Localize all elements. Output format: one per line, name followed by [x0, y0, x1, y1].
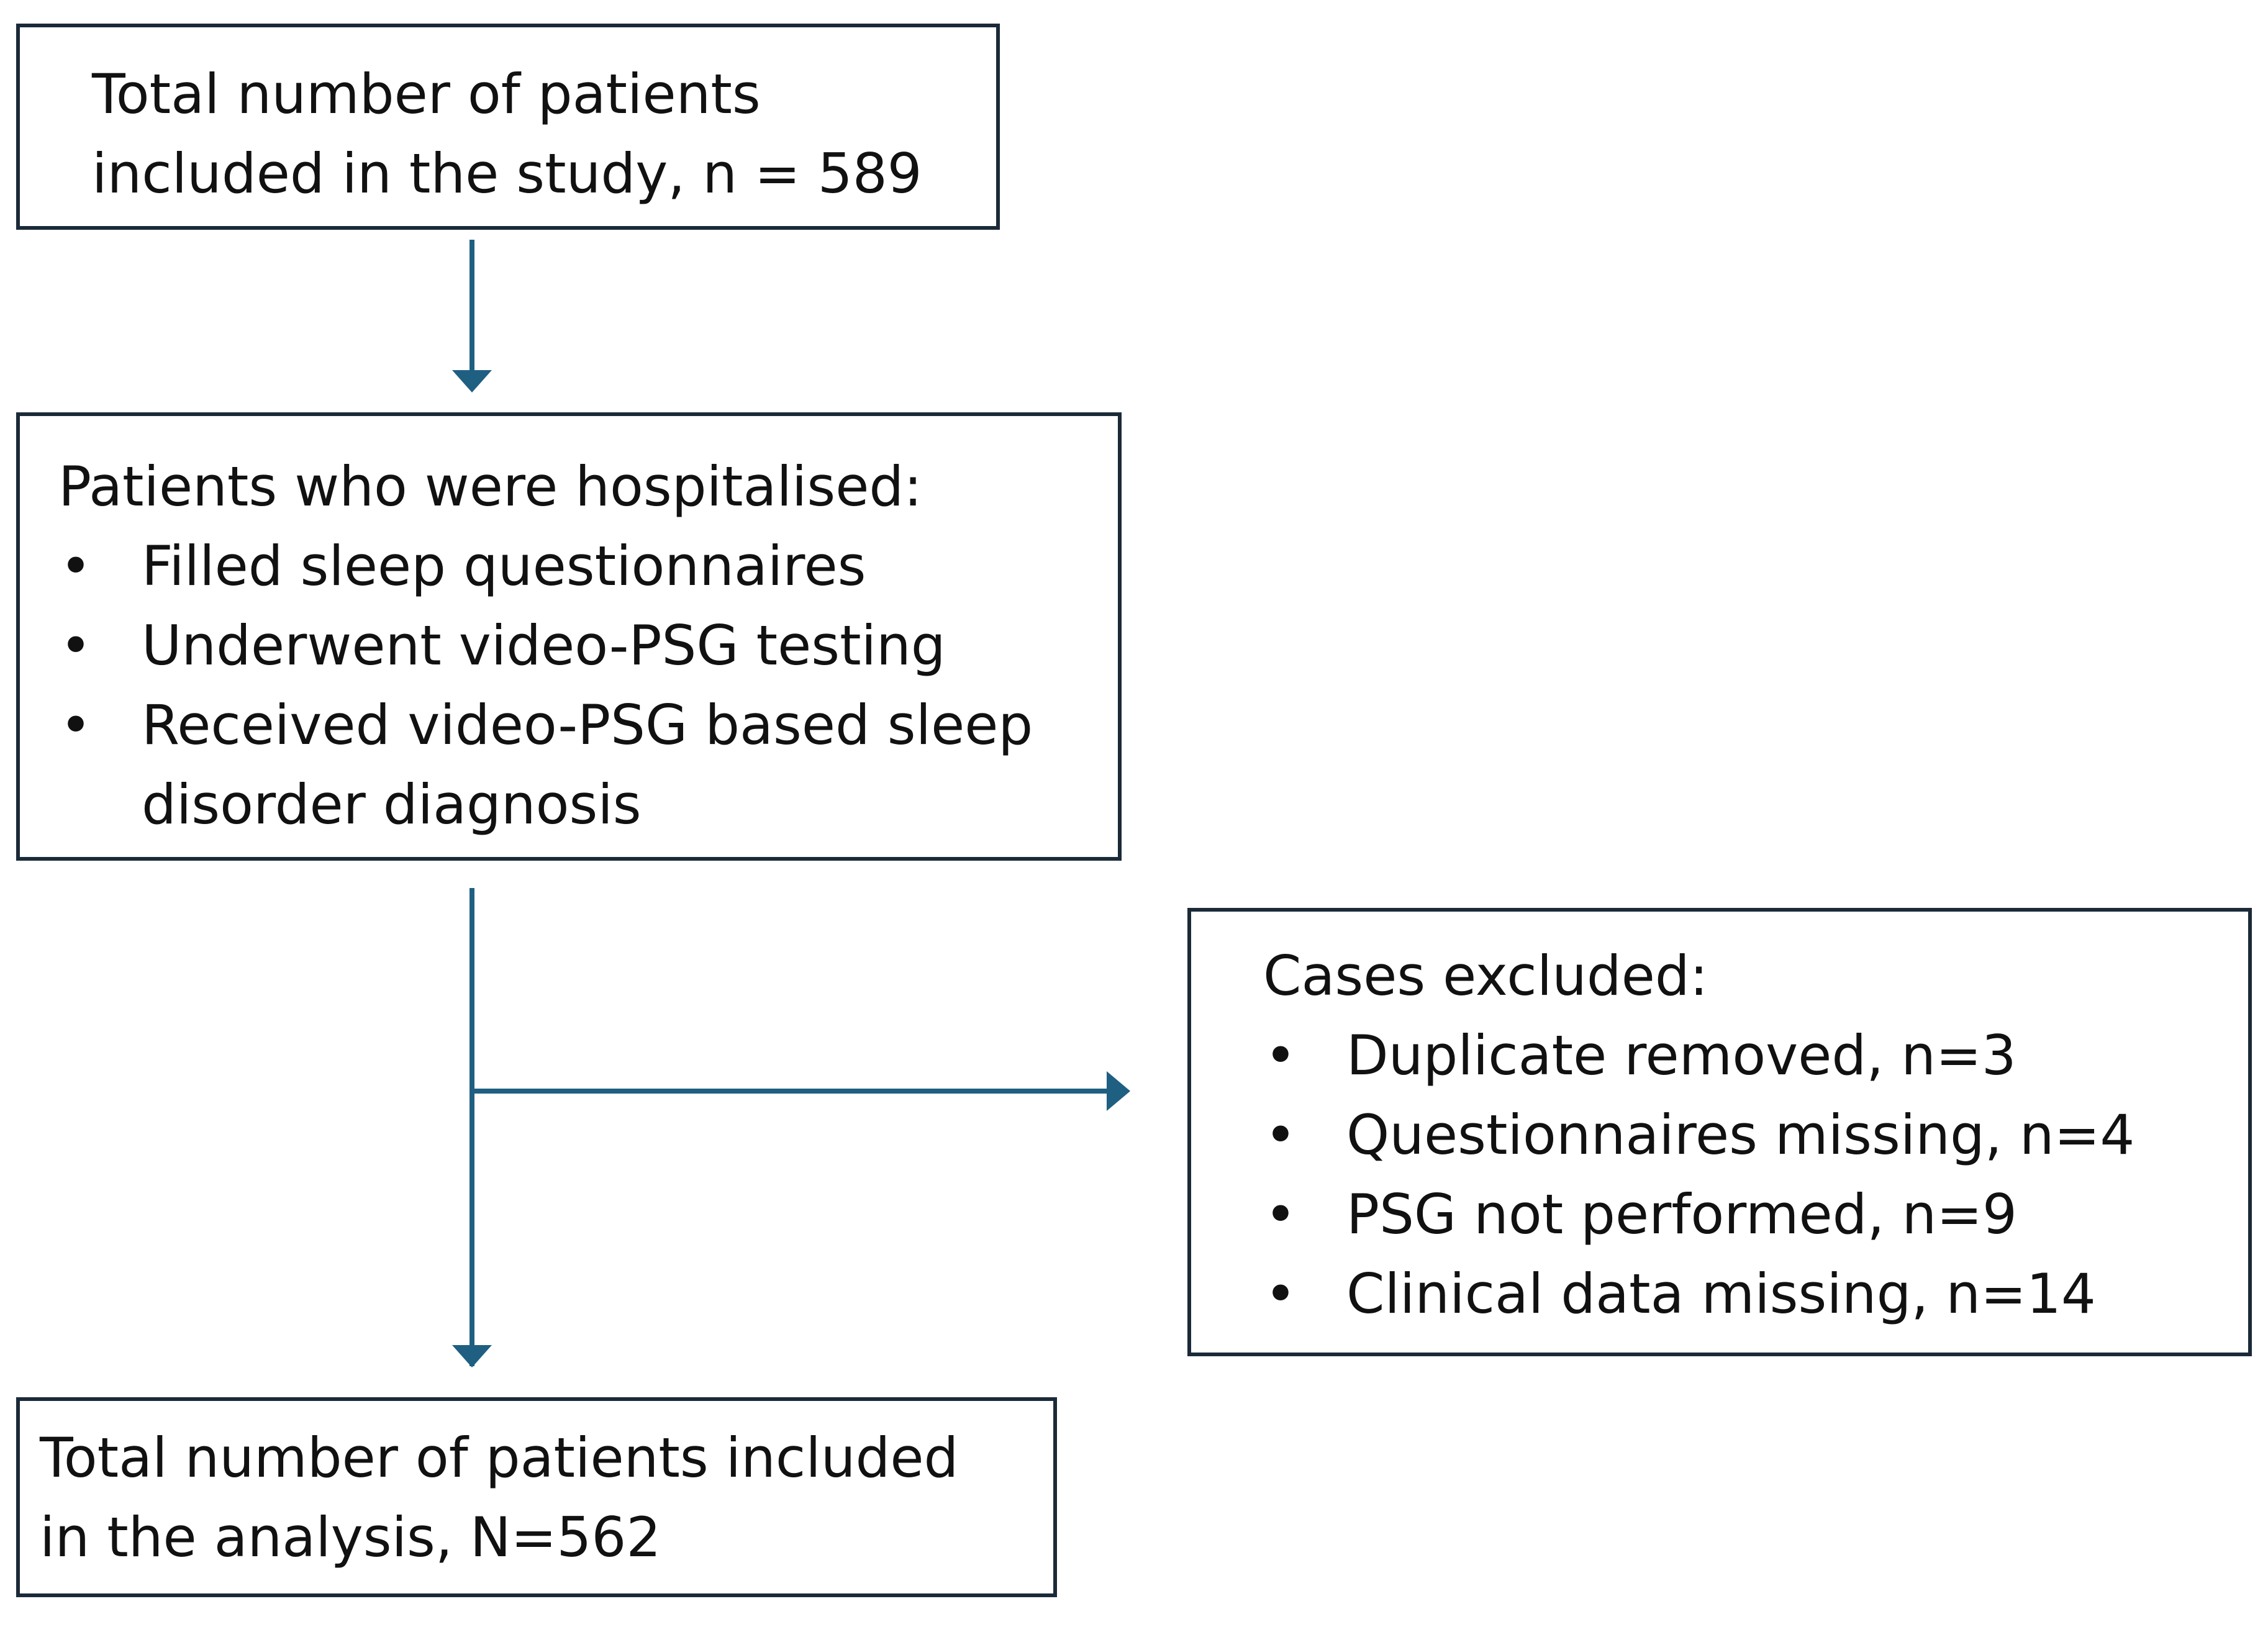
list-item: • Underwent video-PSG testing	[58, 606, 1033, 686]
exclusion-text: PSG not performed, n=9	[1346, 1182, 2017, 1246]
list-item: • Received video-PSG based sleep disorde…	[58, 686, 1033, 845]
study-total-line-1: Total number of patients	[92, 62, 761, 126]
hospitalised-heading: Patients who were hospitalised:	[58, 455, 922, 519]
exclusion-text: Questionnaires missing, n=4	[1346, 1103, 2135, 1167]
criterion-text-continued: disorder diagnosis	[142, 773, 642, 836]
list-item: • Questionnaires missing, n=4	[1263, 1095, 2134, 1175]
analysis-total-line-1: Total number of patients included	[40, 1426, 959, 1490]
exclusion-text: Duplicate removed, n=3	[1346, 1023, 2016, 1087]
bullet-icon: •	[1264, 1023, 1297, 1087]
list-item: • PSG not performed, n=9	[1263, 1175, 2134, 1254]
criterion-text: Filled sleep questionnaires	[142, 534, 866, 598]
criterion-text: Underwent video-PSG testing	[142, 614, 946, 678]
bullet-icon: •	[1264, 1262, 1297, 1326]
box-analysis-total: Total number of patients included in the…	[16, 1397, 1057, 1597]
bullet-icon: •	[60, 534, 92, 598]
bullet-icon: •	[1264, 1103, 1297, 1167]
box-study-total: Total number of patients included in the…	[16, 24, 1000, 230]
arrowhead-down-1	[452, 370, 492, 392]
criterion-text: Received video-PSG based sleep	[142, 693, 1033, 757]
hospitalised-criteria-list: • Filled sleep questionnaires • Underwen…	[58, 527, 1033, 845]
list-item: • Duplicate removed, n=3	[1263, 1016, 2134, 1095]
excluded-text: Cases excluded: • Duplicate removed, n=3…	[1263, 936, 2134, 1334]
arrowhead-right	[1107, 1071, 1130, 1111]
list-item: • Filled sleep questionnaires	[58, 527, 1033, 606]
excluded-heading: Cases excluded:	[1263, 944, 1708, 1008]
analysis-total-line-2: in the analysis, N=562	[40, 1505, 661, 1569]
bullet-icon: •	[1264, 1182, 1297, 1246]
bullet-icon: •	[60, 693, 92, 757]
box-excluded: Cases excluded: • Duplicate removed, n=3…	[1187, 908, 2252, 1356]
arrowhead-down-2	[452, 1345, 492, 1367]
box-hospitalised: Patients who were hospitalised: • Filled…	[16, 412, 1122, 861]
exclusion-text: Clinical data missing, n=14	[1346, 1262, 2096, 1326]
hospitalised-text: Patients who were hospitalised: • Filled…	[58, 447, 1033, 845]
analysis-total-text: Total number of patients included in the…	[40, 1418, 958, 1577]
bullet-icon: •	[60, 614, 92, 678]
study-total-line-2: included in the study, n = 589	[92, 142, 922, 206]
study-total-text: Total number of patients included in the…	[92, 55, 922, 214]
exclusion-list: • Duplicate removed, n=3 • Questionnaire…	[1263, 1016, 2134, 1334]
list-item: • Clinical data missing, n=14	[1263, 1254, 2134, 1334]
